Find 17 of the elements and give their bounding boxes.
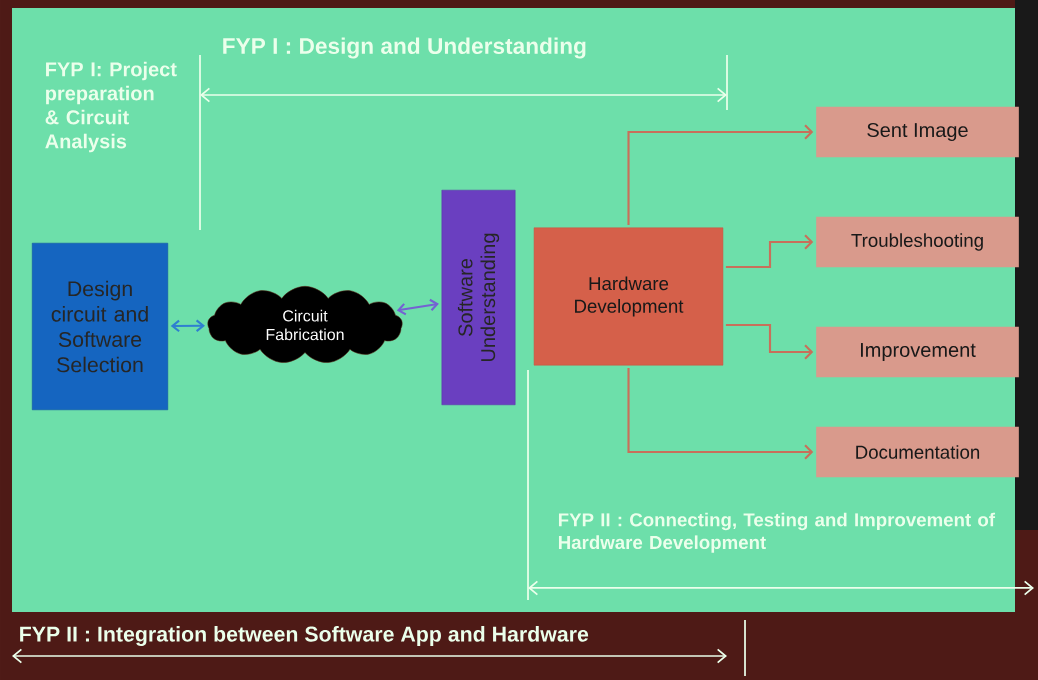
phase-label: FYP I : Design and Understanding <box>223 37 586 59</box>
process-box: Sent Image <box>816 106 1019 158</box>
process-box: Improvement <box>816 326 1019 378</box>
arrow <box>627 368 814 460</box>
process-box: Hardware Development <box>533 227 724 366</box>
process-box: Troubleshooting <box>816 216 1019 268</box>
phase-label: FYP I: Project preparation & Circuit Analysis <box>45 61 177 153</box>
arrow <box>170 319 205 333</box>
arrow <box>725 323 814 360</box>
process-box: Documentation <box>816 426 1019 478</box>
process-box: Software Understanding <box>441 189 516 406</box>
phase-label: FYP II : Connecting, Testing and Improvement of Hardware Development <box>558 512 996 553</box>
process-box: Design circuit and Software Selection <box>31 242 169 411</box>
arrow <box>396 298 439 316</box>
arrow <box>627 124 814 225</box>
phase-label: FYP II : Integration between Software App and Hardware <box>20 626 589 646</box>
arrow <box>725 234 814 269</box>
